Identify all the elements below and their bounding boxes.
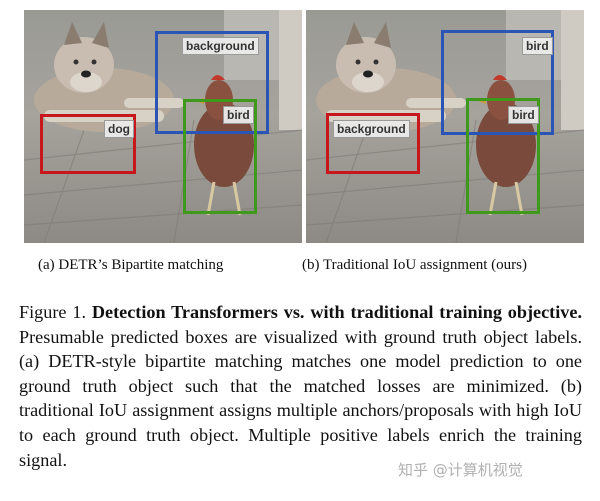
figure-prefix: Figure 1. bbox=[19, 302, 86, 322]
label-bird: bird bbox=[223, 106, 254, 124]
bird-box-green bbox=[183, 99, 257, 214]
dog-figure bbox=[316, 22, 466, 132]
figure-title: Detection Transformers vs. with traditio… bbox=[91, 302, 583, 322]
figure-body: Presumable predicted boxes are visualize… bbox=[19, 326, 582, 470]
label-bird-mid: bird bbox=[508, 106, 539, 124]
label-bird-top: bird bbox=[522, 37, 553, 55]
label-background: background bbox=[182, 37, 259, 55]
bird-box-green bbox=[466, 98, 540, 214]
subcaption-a: (a) DETR’s Bipartite matching bbox=[38, 257, 224, 273]
label-dog: dog bbox=[104, 120, 134, 138]
panel-a-image: background dog bird bbox=[24, 10, 302, 243]
watermark: 知乎 @计算机视觉 bbox=[398, 461, 523, 479]
label-background: background bbox=[333, 120, 410, 138]
subcaption-b: (b) Traditional IoU assignment (ours) bbox=[302, 257, 527, 273]
background-box-red bbox=[326, 113, 420, 174]
figure-caption: Figure 1. Detection Transformers vs. wit… bbox=[19, 300, 582, 472]
panel-b-image: bird background bird bbox=[306, 10, 584, 243]
bird-box-blue bbox=[441, 30, 554, 135]
background-box-blue bbox=[155, 31, 269, 134]
dog-box-red bbox=[40, 114, 136, 174]
